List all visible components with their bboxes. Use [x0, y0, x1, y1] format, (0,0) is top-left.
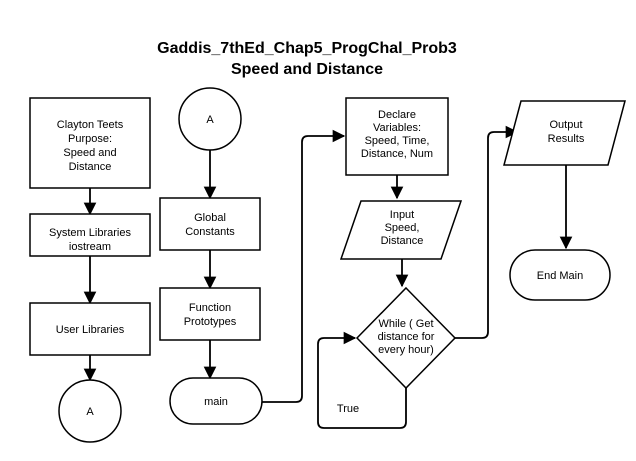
- function-prototypes-line: Prototypes: [184, 316, 237, 328]
- function-prototypes-box[interactable]: [159, 287, 261, 341]
- header-line: Purpose:: [68, 133, 112, 145]
- connector-a-top[interactable]: [178, 87, 242, 151]
- connector-a-bottom-label: A: [86, 406, 94, 418]
- function-prototypes-line: Function: [189, 302, 231, 314]
- edges: [83, 125, 573, 429]
- declare-variables-line: Speed, Time,: [365, 135, 430, 147]
- input-line: Speed,: [385, 222, 420, 234]
- global-constants-box[interactable]: [159, 197, 261, 251]
- connector-bottom-line: A: [86, 406, 94, 418]
- diagram-subtitle: Speed and Distance: [231, 61, 383, 78]
- while-loop-line: distance for: [378, 331, 435, 343]
- user-libraries-label: User Libraries: [56, 324, 125, 336]
- input-parallelogram[interactable]: [339, 200, 463, 260]
- diagram-title: Gaddis_7thEd_Chap5_ProgChal_Prob3: [157, 40, 457, 57]
- connector-a-bottom[interactable]: [58, 379, 122, 443]
- input-line: Distance: [381, 235, 424, 247]
- declare-variables-box[interactable]: [345, 97, 449, 176]
- end-main-line: End Main: [537, 270, 583, 282]
- system-libraries-line: iostream: [69, 241, 111, 253]
- declare-variables-line: Distance, Num: [361, 148, 433, 160]
- main-terminator-label: main: [204, 396, 228, 408]
- edge-while-true-loop: [317, 331, 407, 429]
- main-terminator[interactable]: [169, 377, 263, 425]
- output-parallelogram[interactable]: [503, 100, 626, 166]
- header-line: Clayton Teets: [57, 119, 124, 131]
- declare-variables-line: Variables:: [373, 122, 421, 134]
- main-line: main: [204, 396, 228, 408]
- end-main-terminator-label: End Main: [537, 270, 583, 282]
- connector-a-top-label: A: [206, 114, 214, 126]
- system-libraries-line: System Libraries: [49, 227, 131, 239]
- output-line: Results: [548, 133, 585, 145]
- global-constants-line: Constants: [185, 226, 235, 238]
- input-line: Input: [390, 209, 414, 221]
- true-edge-label: True: [337, 403, 359, 415]
- user-libraries-line: User Libraries: [56, 324, 125, 336]
- edge-main-to-declare-variables: [262, 129, 346, 403]
- connector-top-line: A: [206, 114, 214, 126]
- header-line: Distance: [69, 161, 112, 173]
- header-process-box[interactable]: [29, 97, 151, 189]
- output-line: Output: [549, 119, 582, 131]
- global-constants-line: Global: [194, 212, 226, 224]
- while-loop-line: While ( Get: [378, 318, 433, 330]
- user-libraries-box[interactable]: [29, 302, 151, 356]
- declare-variables-line: Declare: [378, 109, 416, 121]
- system-libraries-label: System Libraries iostream: [49, 227, 131, 253]
- edge-while-to-output: [455, 125, 519, 339]
- while-loop-line: every hour): [378, 344, 434, 356]
- end-main-terminator[interactable]: [509, 249, 611, 301]
- while-loop-decision[interactable]: [355, 286, 457, 390]
- header-line: Speed and: [63, 147, 116, 159]
- system-libraries-box[interactable]: [29, 213, 151, 257]
